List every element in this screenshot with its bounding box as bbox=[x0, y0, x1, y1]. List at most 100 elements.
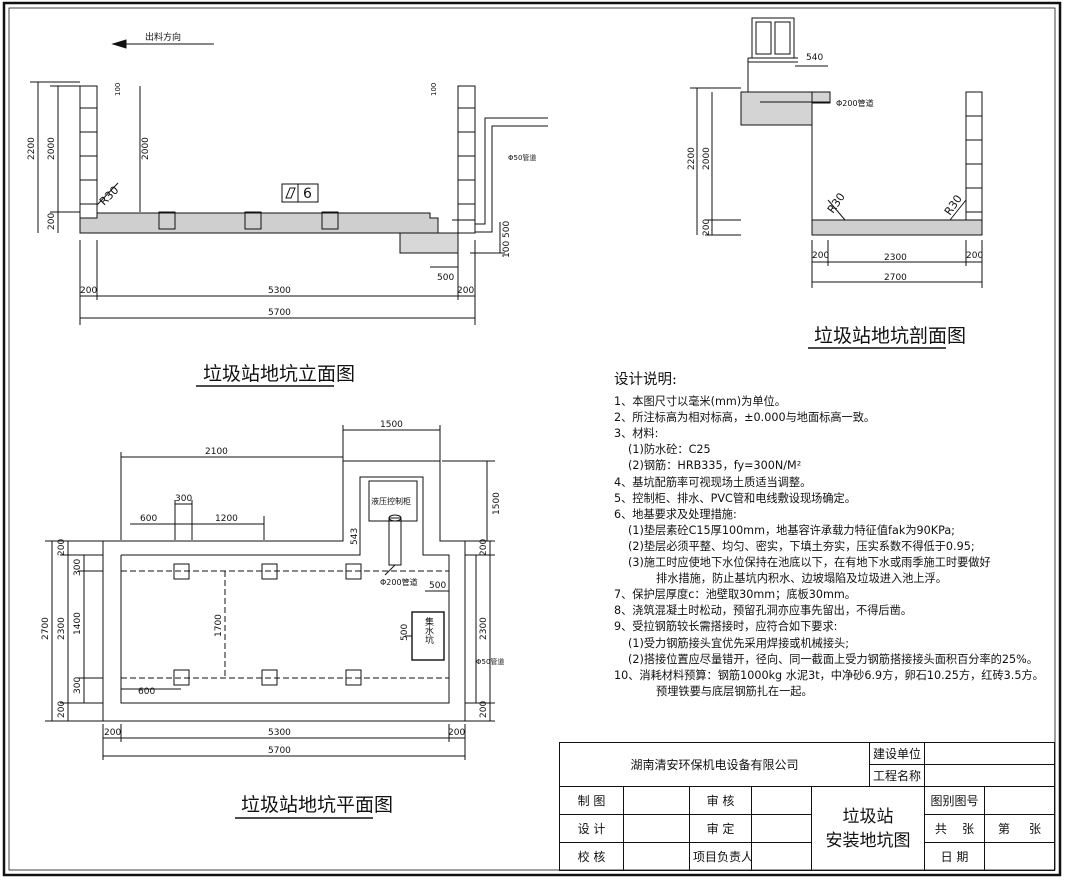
plan-dim-left-2300: 2300 bbox=[57, 617, 67, 640]
plan-dim-1200: 1200 bbox=[215, 514, 238, 524]
plan-title: 垃圾站地坑平面图 bbox=[241, 794, 393, 816]
note-line: 1、本图尺寸以毫米(mm)为单位。 bbox=[614, 395, 786, 409]
plan-dim-inner-length: 5300 bbox=[268, 728, 291, 738]
drawing-name-line1: 垃圾站 bbox=[842, 806, 894, 827]
plan-dim-left-300-top: 300 bbox=[73, 559, 83, 576]
date-label: 日 期 bbox=[924, 842, 986, 871]
drawn-value bbox=[623, 786, 690, 815]
note-line: 3、材料: bbox=[614, 427, 659, 441]
section-pipe-label: Φ200管道 bbox=[836, 98, 874, 108]
check-value bbox=[623, 842, 690, 871]
total-sheets: 共 张 bbox=[924, 814, 986, 843]
machine-box bbox=[751, 17, 795, 59]
company-name: 湖南清安环保机电设备有限公司 bbox=[558, 742, 871, 787]
elev-dim-inner-length: 5300 bbox=[268, 286, 291, 296]
title-block: 湖南清安环保机电设备有限公司 建设单位 工程名称 制 图 审 核 垃圾站 安装地… bbox=[558, 742, 1056, 871]
plan-drawing bbox=[45, 425, 495, 760]
drawing-name: 垃圾站 安装地坑图 bbox=[810, 786, 926, 871]
elev-dim-top-left: 100 bbox=[114, 83, 122, 96]
sec-dim-base: 200 bbox=[702, 219, 712, 236]
plan-dim-2100: 2100 bbox=[205, 447, 228, 457]
date-value bbox=[984, 842, 1056, 871]
no-label: 第 bbox=[997, 822, 1010, 836]
design-value bbox=[623, 814, 690, 843]
note-line: (1)受力钢筋接头宜优先采用焊接或机械接头; bbox=[628, 636, 849, 650]
drawn-label: 制 图 bbox=[559, 786, 624, 815]
elev-dim-sump-a: 100 bbox=[502, 241, 512, 258]
note-line: (3)施工时应使地下水位保持在池底以下，在有地下水或雨季施工时要做好 bbox=[628, 556, 991, 570]
set-no-label: 图别图号 bbox=[924, 786, 986, 815]
sheet-inner-border bbox=[8, 7, 1056, 871]
plan-dim-bottom-600: 600 bbox=[138, 687, 155, 697]
project-label: 工程名称 bbox=[869, 764, 926, 787]
review-value bbox=[751, 786, 812, 815]
sec-dim-left-wall: 200 bbox=[812, 251, 829, 261]
notes-list: 1、本图尺寸以毫米(mm)为单位。 2、所注标高为相对标高，±0.000与地面标高… bbox=[614, 394, 1044, 700]
plan-dim-right-2300: 2300 bbox=[479, 617, 489, 640]
elev-dim-left-wall: 200 bbox=[80, 286, 97, 296]
sheet-label: 张 bbox=[1029, 822, 1042, 836]
leader-value bbox=[751, 842, 812, 871]
plan-pipe-50: Φ50管道 bbox=[476, 657, 504, 666]
notes-heading: 设计说明: bbox=[614, 372, 677, 388]
leader-label: 项目负责人 bbox=[689, 842, 752, 871]
design-label: 设 计 bbox=[559, 814, 624, 843]
section-drawing bbox=[690, 17, 983, 288]
note-line: (1)防水砼：C25 bbox=[628, 443, 711, 457]
note-line: (2)钢筋：HRB335，fy=300N/M² bbox=[628, 459, 802, 473]
note-line: 排水措施，防止基坑内积水、边坡塌陷及垃圾进入池上浮。 bbox=[656, 572, 947, 586]
sheet-no: 第 张 bbox=[984, 814, 1056, 843]
plan-dim-1500-v: 1500 bbox=[492, 492, 502, 515]
plan-dim-sump-500-v: 500 bbox=[400, 624, 410, 641]
elev-dim-sump-b: 500 bbox=[502, 221, 512, 238]
plan-dim-bot-left: 200 bbox=[104, 728, 121, 738]
plan-dim-left-200-top: 200 bbox=[57, 539, 67, 556]
plan-dim-left-200-bot: 200 bbox=[57, 701, 67, 718]
note-line: 6、地基要求及处理措施: bbox=[614, 507, 737, 521]
note-line: (2)垫层必须平整、均匀、密实，下填土夯实，压实系数不得低于0.95; bbox=[628, 539, 975, 553]
callout-number: 6 bbox=[303, 186, 312, 202]
plan-dim-left-300-bot: 300 bbox=[73, 677, 83, 694]
client-label: 建设单位 bbox=[869, 742, 926, 765]
note-line: (2)搭接位置应尽量错开，径向、同一截面上受力钢筋搭接接头面积百分率的25%。 bbox=[628, 652, 1038, 666]
note-line: 预埋铁要与底层钢筋扎在一起。 bbox=[656, 684, 813, 698]
client-value bbox=[924, 742, 1056, 765]
project-value bbox=[924, 764, 1056, 787]
control-box-label: 液压控制柜 bbox=[371, 496, 411, 506]
note-line: 10、消耗材料预算：钢筋1000kg 水泥3t，中净砂6.9方，卵石10.25方… bbox=[614, 668, 1044, 682]
note-line: (1)垫层素砼C15厚100mm，地基容许承载力特征值fak为90KPa; bbox=[628, 523, 955, 537]
sec-dim-inner-width: 2300 bbox=[884, 253, 907, 263]
approve-label: 审 定 bbox=[689, 814, 752, 843]
design-notes: 设计说明: 1、本图尺寸以毫米(mm)为单位。 2、所注标高为相对标高，±0.00… bbox=[614, 372, 1044, 700]
elev-dim-inner-height: 2000 bbox=[47, 137, 57, 160]
note-line: 2、所注标高为相对标高，±0.000与地面标高一致。 bbox=[614, 411, 876, 425]
section-top-dim: 540 bbox=[806, 53, 823, 63]
set-no-value bbox=[984, 786, 1056, 815]
section-title: 垃圾站地坑剖面图 bbox=[814, 325, 966, 347]
sec-dim-total-width: 2700 bbox=[884, 273, 907, 283]
plan-dim-1500-h: 1500 bbox=[380, 420, 403, 430]
plan-dim-inner-1700: 1700 bbox=[214, 614, 224, 637]
plan-dim-left-2700: 2700 bbox=[41, 617, 51, 640]
elev-dim-right-wall: 200 bbox=[457, 286, 474, 296]
plan-dim-bot-right: 200 bbox=[448, 728, 465, 738]
elev-dim-total-length: 5700 bbox=[268, 308, 291, 318]
note-line: 8、浇筑混凝土时松动，预留孔洞亦应事先留出，不得后凿。 bbox=[614, 604, 912, 618]
check-label: 校 核 bbox=[559, 842, 624, 871]
note-line: 5、控制柜、排水、PVC管和电线敷设现场确定。 bbox=[614, 491, 856, 505]
plan-dim-total-length: 5700 bbox=[268, 746, 291, 756]
note-line: 4、基坑配筋率可视现场土质适当调整。 bbox=[614, 475, 812, 489]
elev-dim-total-height: 2200 bbox=[27, 137, 37, 160]
sec-dim-right-wall: 200 bbox=[966, 251, 983, 261]
note-line: 9、受拉钢筋较长需搭接时，应符合如下要求: bbox=[614, 620, 838, 634]
plan-dim-left-1400: 1400 bbox=[73, 612, 83, 635]
elev-pipe-label: Φ50管道 bbox=[508, 153, 536, 162]
plan-dim-right-200-top: 200 bbox=[479, 539, 489, 556]
sec-dim-total-height: 2200 bbox=[687, 147, 697, 170]
elev-dim-sump-width: 500 bbox=[437, 273, 454, 283]
elev-radius: R30 bbox=[97, 184, 121, 208]
elevation-title: 垃圾站地坑立面图 bbox=[203, 363, 355, 385]
plan-pipe-200: Φ200管道 bbox=[380, 577, 418, 587]
plan-dim-sump-500-h: 500 bbox=[429, 581, 446, 591]
